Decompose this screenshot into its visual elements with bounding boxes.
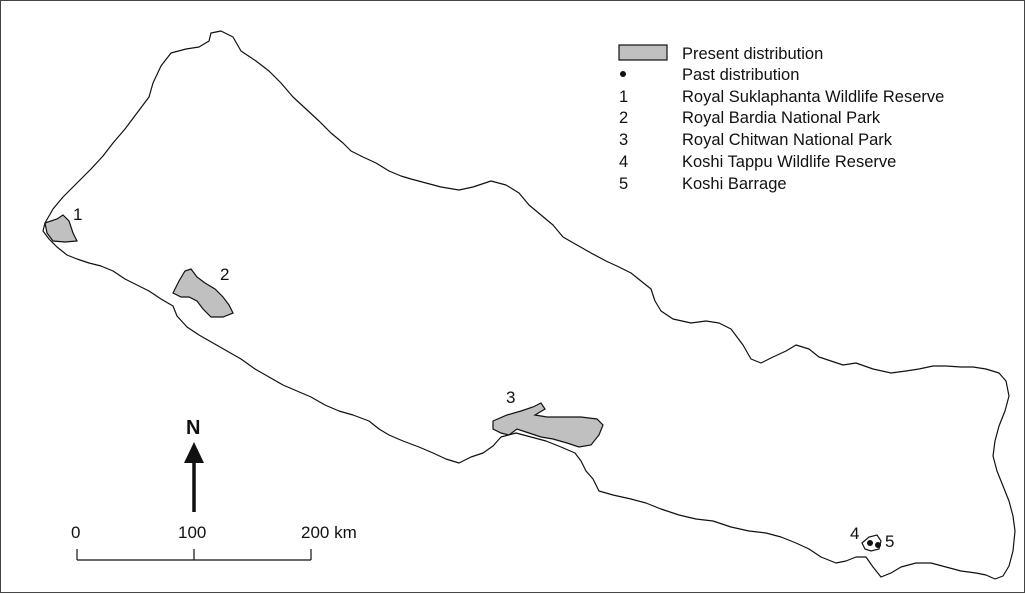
legend-present-label: Present distribution: [682, 45, 823, 63]
legend-item-number: 5: [619, 175, 628, 193]
past-distribution-dot: [867, 540, 873, 546]
scale-label-100: 100: [178, 523, 206, 542]
legend-item-name: Koshi Barrage: [682, 175, 787, 193]
area-suklaphanta: [44, 214, 78, 243]
legend-item-name: Royal Suklaphanta Wildlife Reserve: [682, 88, 944, 106]
legend-present-swatch: [618, 44, 668, 61]
area-bardia: [172, 268, 234, 318]
legend-item-name: Koshi Tappu Wildlife Reserve: [682, 153, 896, 171]
area-label-1: 1: [73, 205, 82, 224]
legend-past-dot: [620, 71, 626, 77]
legend: Present distribution Past distribution 1…: [618, 44, 944, 193]
area-label-5: 5: [885, 532, 894, 551]
legend-item-name: Royal Chitwan National Park: [682, 131, 893, 149]
past-distribution-dot: [875, 542, 881, 548]
north-arrow-icon: [184, 442, 204, 463]
area-label-4: 4: [850, 524, 859, 543]
legend-item-name: Royal Bardia National Park: [682, 109, 881, 127]
legend-item-number: 4: [619, 153, 628, 171]
scale-label-0: 0: [71, 523, 80, 542]
legend-past-label: Past distribution: [682, 66, 799, 84]
area-chitwan: [492, 402, 604, 448]
area-label-2: 2: [220, 265, 229, 284]
north-label: N: [186, 417, 200, 439]
legend-item-number: 3: [619, 131, 628, 149]
area-label-3: 3: [506, 388, 515, 407]
legend-item-number: 1: [619, 88, 628, 106]
north-arrow: N: [184, 417, 204, 512]
country-outline: [42, 30, 1016, 580]
legend-item-number: 2: [619, 109, 628, 127]
scale-bar: 0 100 200 km: [71, 523, 357, 561]
scale-label-200km: 200 km: [301, 523, 357, 542]
